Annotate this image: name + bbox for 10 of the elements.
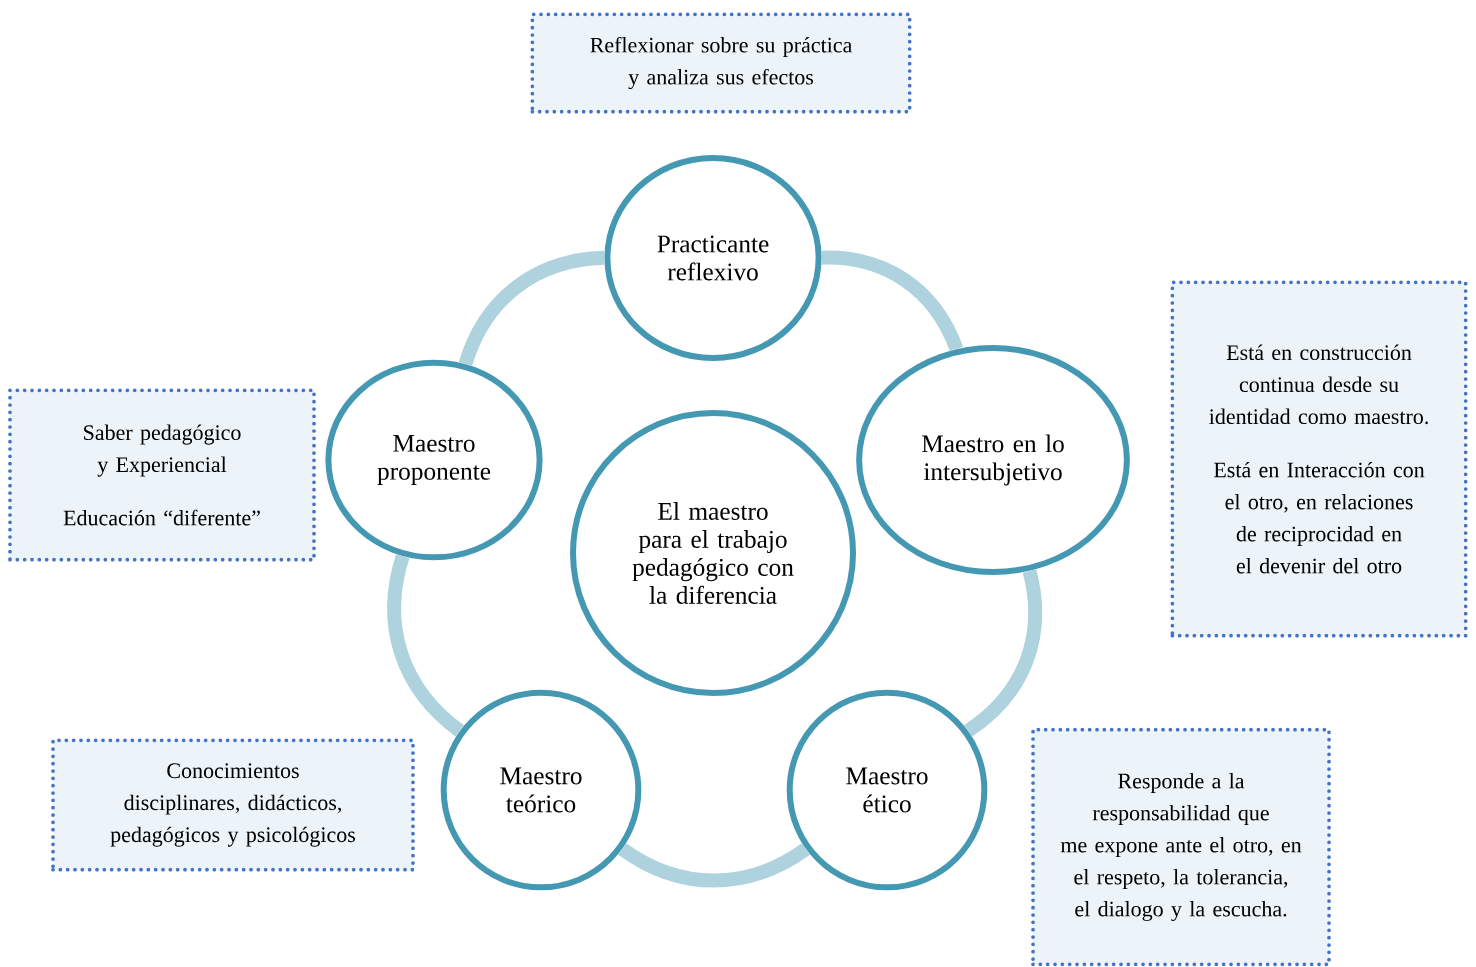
ring-segment [618, 843, 810, 888]
ring-segment [387, 554, 465, 737]
note-box: Conocimientos disciplinares, didácticos, pedagógicos y psicológicos [51, 738, 415, 872]
note-box: Está en construcción continua desde su identidad como maestro. Está en Interacción con el otro, en relaciones de reciprocidad en el devenir del otro [1170, 280, 1468, 638]
note-box: Reflexionar sobre su práctica y analiza sus efectos [530, 12, 912, 114]
note-box: Responde a la responsabilidad que me expone ante el otro, en el respeto, la tolerancia, el dialogo y la escucha. [1031, 727, 1331, 967]
ring-segment [458, 250, 605, 367]
ring-segment [821, 250, 964, 352]
note-box: Saber pedagógico y Experiencial Educación “diferente” [8, 388, 316, 562]
ring-segment [963, 569, 1043, 737]
